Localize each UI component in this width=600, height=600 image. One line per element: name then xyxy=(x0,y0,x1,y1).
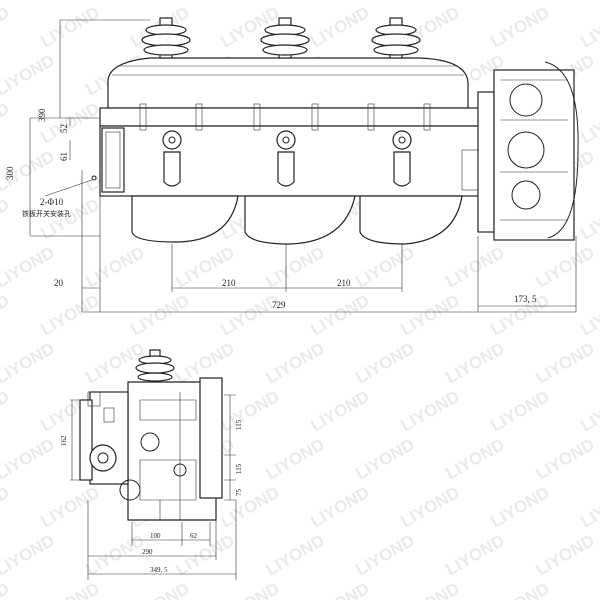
watermark-text: LIYOND xyxy=(218,579,283,600)
watermark-text: LIYOND xyxy=(83,339,148,388)
watermark-text: LIYOND xyxy=(0,483,13,532)
watermark-text: LIYOND xyxy=(0,243,58,292)
watermark-text: LIYOND xyxy=(263,435,328,484)
watermark-text: LIYOND xyxy=(38,3,103,52)
dim-75: 75 xyxy=(235,489,243,497)
watermark-text: LIYOND xyxy=(83,531,148,580)
watermark-text: LIYOND xyxy=(533,243,598,292)
watermark-text: LIYOND xyxy=(308,483,373,532)
watermark-text: LIYOND xyxy=(398,483,463,532)
dim-300: 300 xyxy=(5,166,15,180)
watermark-text: LIYOND xyxy=(0,51,58,100)
watermark-text: LIYOND xyxy=(488,483,553,532)
watermark-text: LIYOND xyxy=(0,387,13,436)
watermark-text: LIYOND xyxy=(443,243,508,292)
watermark-text: LIYOND xyxy=(533,339,598,388)
watermark-text: LIYOND xyxy=(218,483,283,532)
watermark-text: LIYOND xyxy=(578,99,600,148)
watermark-text: LIYOND xyxy=(218,387,283,436)
mechanism-wheel xyxy=(89,444,117,472)
watermark-text: LIYOND xyxy=(353,435,418,484)
watermark-text: LIYOND xyxy=(0,0,58,3)
dim-349-5: 349, 5 xyxy=(150,566,168,574)
mounting-note: 铁板开关安装孔 xyxy=(22,209,71,218)
dim-52: 52 xyxy=(59,124,69,133)
watermark-text: LIYOND xyxy=(38,579,103,600)
watermark-text: LIYOND xyxy=(488,3,553,52)
watermark-text: LIYOND xyxy=(533,531,598,580)
front-view-drawing: 390 300 52 61 2-Φ10 铁板开关安装孔 20 210 210 7… xyxy=(5,17,579,313)
watermark-text: LIYOND xyxy=(533,435,598,484)
dim-115-b: 115 xyxy=(235,463,243,474)
pivot-right xyxy=(392,130,412,187)
dim-729: 729 xyxy=(272,300,286,310)
watermark-text: LIYOND xyxy=(308,291,373,340)
watermark-text: LIYOND xyxy=(0,579,13,600)
watermark-text: LIYOND xyxy=(128,291,193,340)
watermark-text: LIYOND xyxy=(83,243,148,292)
insulator-right xyxy=(371,17,421,59)
side-insulator xyxy=(135,349,175,382)
dim-290: 290 xyxy=(142,548,153,556)
watermark-text: LIYOND xyxy=(443,435,508,484)
watermark-text: LIYOND xyxy=(0,99,13,148)
dim-390: 390 xyxy=(37,108,47,122)
watermark-text: LIYOND xyxy=(398,291,463,340)
watermark-text: LIYOND xyxy=(443,531,508,580)
watermark-text: LIYOND xyxy=(38,291,103,340)
pivot-left xyxy=(162,130,182,187)
pivot-center xyxy=(276,130,296,187)
watermark-text: LIYOND xyxy=(263,339,328,388)
watermark-text: LIYOND xyxy=(128,579,193,600)
watermark-text: LIYOND xyxy=(578,387,600,436)
dim-20: 20 xyxy=(54,278,64,288)
side-view-drawing: 162 115 115 75 100 62 290 349, 5 xyxy=(60,349,243,580)
watermark-text: LIYOND xyxy=(578,291,600,340)
dim-62: 62 xyxy=(190,532,198,540)
dim-173-5: 173, 5 xyxy=(514,294,537,304)
insulator-left xyxy=(141,17,191,59)
watermark-text: LIYOND xyxy=(578,3,600,52)
dim-210-b: 210 xyxy=(337,278,351,288)
watermark-text: LIYOND xyxy=(578,195,600,244)
watermark-text: LIYOND xyxy=(353,339,418,388)
dim-210-a: 210 xyxy=(222,278,236,288)
watermark-text: LIYOND xyxy=(263,531,328,580)
watermark-text: LIYOND xyxy=(488,579,553,600)
watermark-text: LIYOND xyxy=(0,195,13,244)
watermark-text: LIYOND xyxy=(398,579,463,600)
dim-61: 61 xyxy=(59,152,69,161)
dim-100: 100 xyxy=(150,532,161,540)
insulator-center xyxy=(260,17,310,59)
bolt-label: 2-Φ10 xyxy=(40,197,64,207)
watermark-text: LIYOND xyxy=(578,579,600,600)
watermark-text: LIYOND xyxy=(308,387,373,436)
watermark-text: LIYOND xyxy=(263,243,328,292)
watermark-text: LIYOND xyxy=(353,243,418,292)
watermark-text: LIYOND xyxy=(308,579,373,600)
watermark-text: LIYOND xyxy=(0,291,13,340)
watermark-text: LIYOND xyxy=(0,531,58,580)
watermark-text: LIYOND xyxy=(398,387,463,436)
dim-115-a: 115 xyxy=(235,419,243,430)
watermark-text: LIYOND xyxy=(308,3,373,52)
watermark-text: LIYOND xyxy=(0,435,58,484)
dim-162: 162 xyxy=(60,435,68,446)
watermark-text: LIYOND xyxy=(0,339,58,388)
watermark-text: LIYOND xyxy=(443,339,508,388)
watermark-text: LIYOND xyxy=(218,291,283,340)
watermark-text: LIYOND xyxy=(353,531,418,580)
watermark-text: LIYOND xyxy=(38,483,103,532)
watermark-text: LIYOND xyxy=(488,387,553,436)
operating-mechanism xyxy=(461,61,579,241)
watermark-text: LIYOND xyxy=(578,483,600,532)
watermark-text: LIYOND xyxy=(0,3,13,52)
